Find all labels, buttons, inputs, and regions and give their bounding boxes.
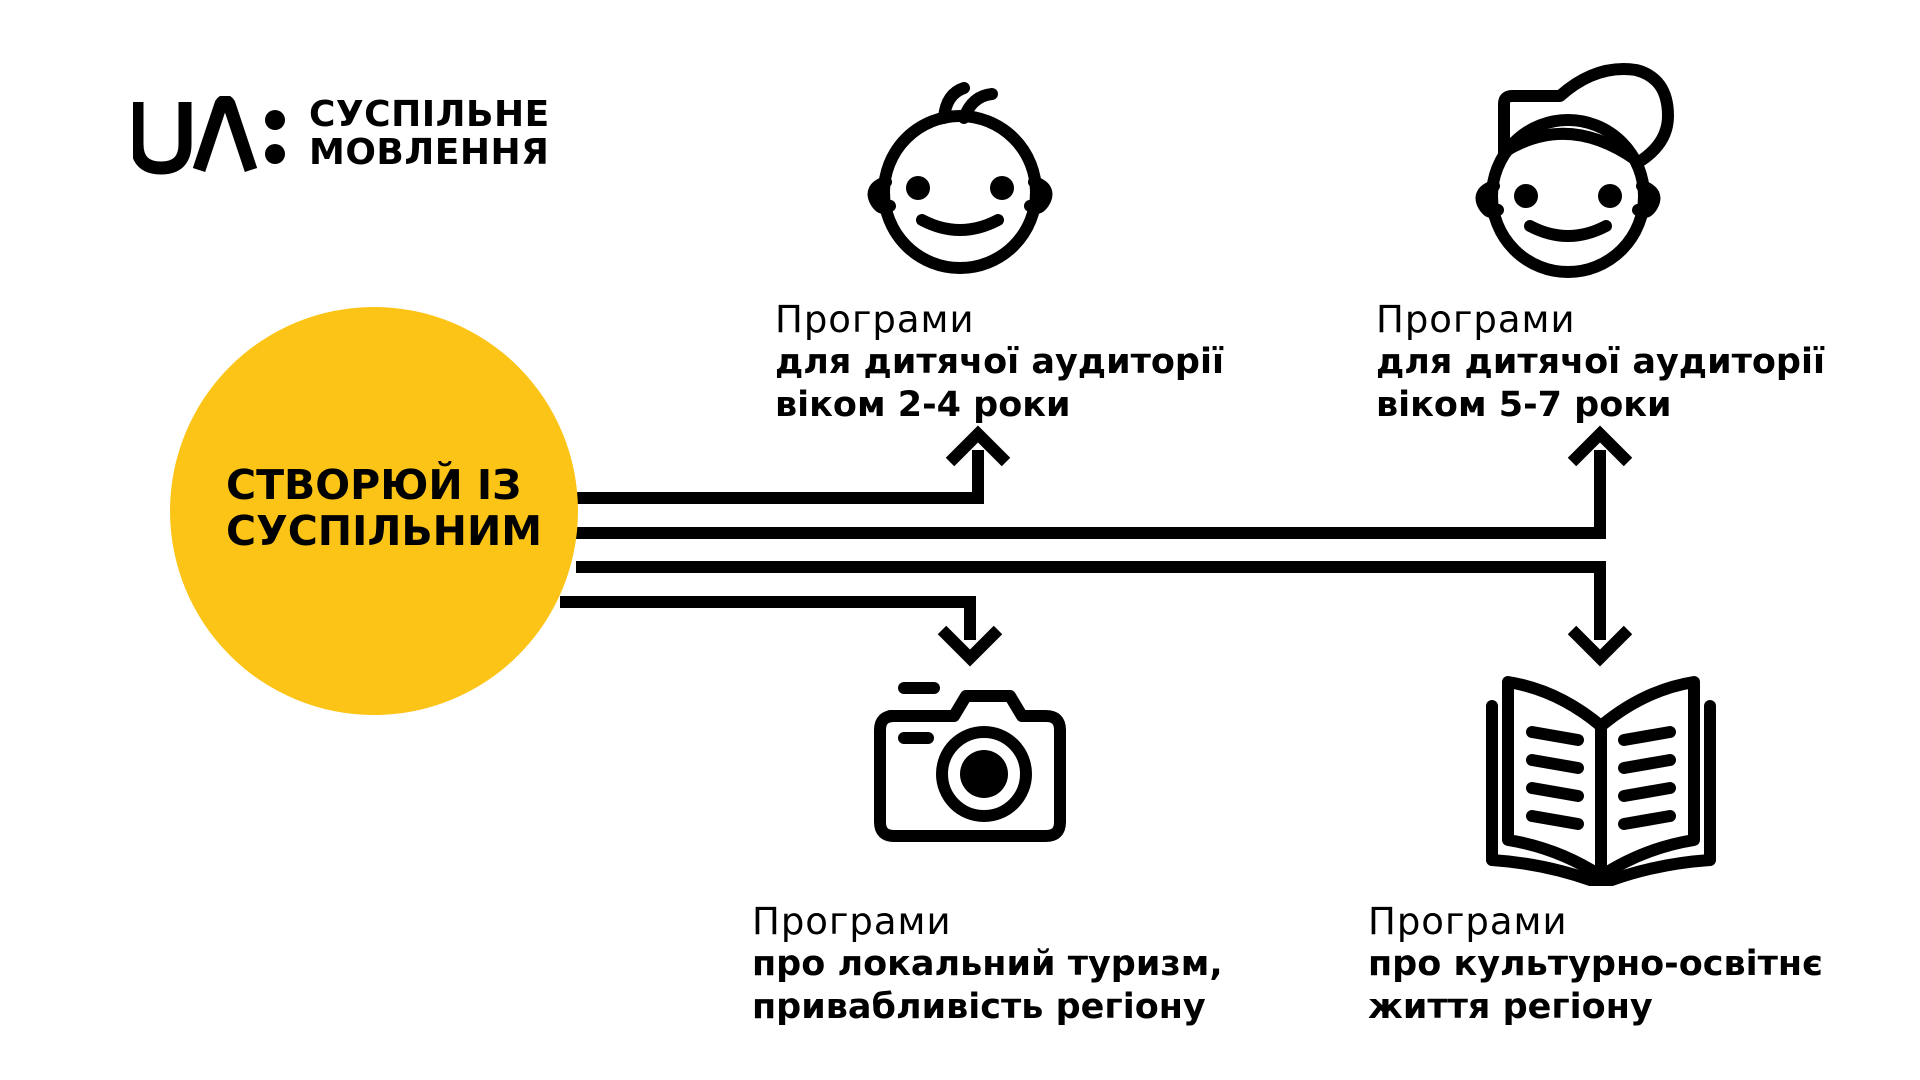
caption-culture: Програми про культурно-освітнє життя рег… [1368, 900, 1823, 1029]
hub-circle [170, 307, 578, 715]
arrowhead-up-toddlers [945, 425, 1011, 467]
logo: СУСПІЛЬНЕ МОВЛЕННЯ [130, 94, 553, 176]
caption-line1: для дитячої аудиторії [1376, 342, 1825, 382]
open-book-icon [1486, 676, 1716, 886]
kid-with-cap-icon [1475, 63, 1674, 278]
caption-line2: віком 5-7 роки [1376, 385, 1672, 425]
hub-label-line1: СТВОРЮЙ ІЗ [226, 461, 522, 509]
camera-icon [874, 682, 1066, 842]
caption-lead: Програми [775, 298, 975, 341]
hub-label-line2: СУСПІЛЬНИМ [226, 507, 543, 555]
logo-text-line2: МОВЛЕННЯ [309, 132, 550, 173]
hub-label: СТВОРЮЙ ІЗ СУСПІЛЬНИМ [226, 462, 566, 554]
caption-line1: для дитячої аудиторії [775, 342, 1224, 382]
connector-culture [576, 561, 1606, 640]
caption-line2: привабливість регіону [752, 987, 1206, 1027]
caption-lead: Програми [752, 900, 952, 943]
connector-toddlers [576, 450, 984, 504]
caption-lead: Програми [1368, 900, 1568, 943]
caption-tourism: Програми про локальний туризм, приваблив… [752, 900, 1223, 1029]
caption-line1: про культурно-освітнє [1368, 944, 1823, 984]
arrowhead-down-culture [1567, 625, 1633, 667]
baby-face-icon [867, 82, 1053, 274]
caption-line2: віком 2-4 роки [775, 385, 1071, 425]
caption-lead: Програми [1376, 298, 1576, 341]
arrowhead-up-kids [1567, 425, 1633, 467]
caption-toddlers: Програми для дитячої аудиторії віком 2-4… [775, 298, 1224, 427]
connector-kids [576, 450, 1606, 539]
caption-kids: Програми для дитячої аудиторії віком 5-7… [1376, 298, 1825, 427]
connector-tourism [560, 596, 976, 640]
ua-logo-mark [130, 94, 285, 175]
arrowhead-down-tourism [937, 625, 1003, 667]
logo-text-line1: СУСПІЛЬНЕ [309, 94, 550, 135]
caption-line1: про локальний туризм, [752, 944, 1223, 984]
caption-line2: життя регіону [1368, 987, 1653, 1027]
